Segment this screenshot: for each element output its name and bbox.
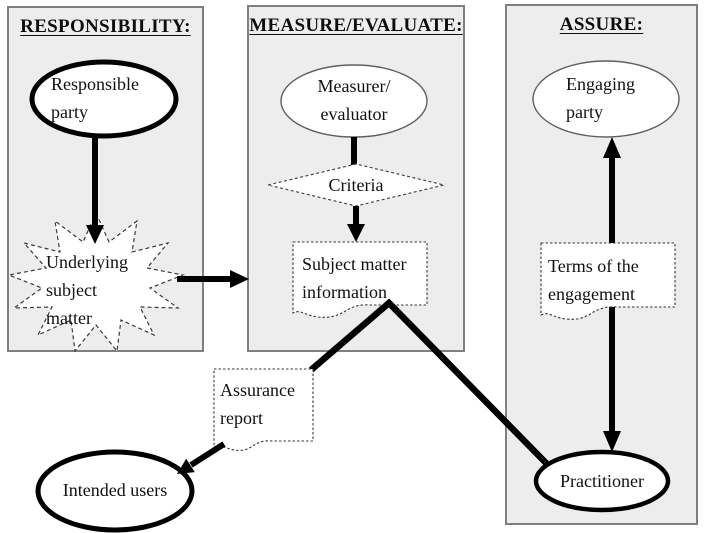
label-engaging-party: Engaging party — [566, 74, 635, 122]
panel-title-assure: ASSURE: — [559, 14, 644, 35]
label-underlying-subject-matter: Underlying subject matter — [46, 252, 128, 328]
label-responsible-party: Responsible party — [51, 74, 139, 122]
underlying-subject-matter-starburst — [6, 211, 186, 353]
label-assurance-report: Assurance report — [220, 380, 295, 428]
connector-smi-to-report-and-practitioner — [308, 298, 550, 467]
subject-matter-information-document — [292, 241, 428, 318]
panel-title-responsibility: RESPONSIBILITY: — [20, 16, 191, 37]
arrow-report-to-users-line — [189, 441, 226, 468]
arrow-responsible-to-subject-head — [86, 225, 104, 244]
criteria-diamond — [267, 163, 445, 207]
label-measurer-evaluator: Measurer/ evaluator — [317, 76, 391, 124]
terms-of-engagement-document — [540, 242, 676, 320]
label-intended-users: Intended users — [62, 480, 168, 500]
arrow-engaging-practitioner-head-down — [603, 431, 621, 452]
arrow-report-to-users-head — [177, 458, 195, 474]
practitioner-ellipse — [533, 449, 671, 513]
responsible-party-ellipse — [29, 59, 179, 139]
panel-title-measure-evaluate: MEASURE/EVALUATE: — [249, 15, 463, 36]
engaging-party-ellipse — [532, 60, 680, 138]
arrow-subject-to-smi-head — [230, 270, 249, 288]
label-practitioner: Practitioner — [560, 471, 644, 491]
label-subject-matter-information: Subject matter information — [302, 254, 407, 302]
arrow-engaging-practitioner-head-up — [603, 137, 621, 158]
label-criteria: Criteria — [328, 175, 384, 195]
arrow-criteria-to-smi-head — [347, 224, 365, 242]
intended-users-ellipse — [35, 449, 195, 533]
label-terms-of-engagement: Terms of the engagement — [548, 256, 639, 304]
